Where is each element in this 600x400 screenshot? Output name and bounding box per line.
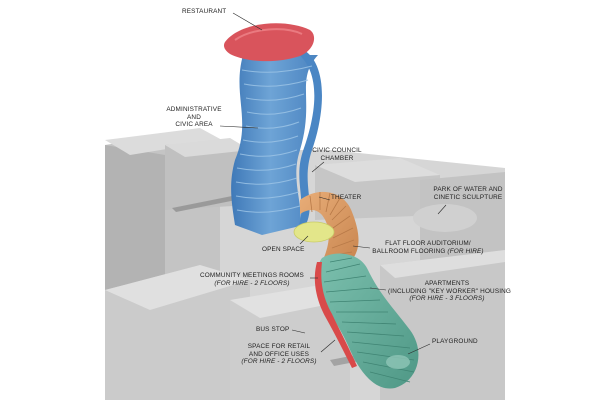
restaurant-roof-highlight (234, 28, 303, 41)
retail-strip (314, 262, 357, 368)
playground-area (386, 355, 410, 369)
park-area (413, 204, 477, 232)
building-right-back-top (315, 158, 440, 182)
restaurant-roof (223, 23, 315, 62)
label-community-line1: COMMUNITY MEETINGS ROOMS (200, 272, 304, 279)
leader-restaurant (232, 12, 263, 31)
apartments-section (317, 253, 419, 389)
label-apartments: APARTMENTS (INCLUDING "KEY WORKER" HOUSI… (388, 280, 512, 303)
label-community-line2: (FOR HIRE - 2 FLOORS) (214, 279, 290, 287)
label-playground-text: PLAYGROUND (432, 338, 478, 345)
leader-lines (219, 12, 447, 355)
label-apartments-line1: APARTMENTS (424, 280, 470, 287)
label-council-chamber: CIVIC COUNCIL CHAMBER (304, 147, 370, 162)
label-apartments-line3: (FOR HIRE - 3 FLOORS) (409, 295, 485, 303)
label-admin-line3: CIVIC AREA (175, 121, 213, 129)
tower-body (231, 55, 318, 235)
tower-floor-bands (235, 65, 313, 213)
building-back-mid-top (165, 138, 250, 157)
building-right-low-top (380, 250, 505, 278)
leader-council (311, 161, 325, 173)
leader-retail (320, 339, 336, 353)
leader-park (437, 204, 447, 215)
open-space-disc (293, 221, 335, 243)
label-apartments-line2: (INCLUDING "KEY WORKER" HOUSING (388, 287, 512, 295)
leader-playground (407, 343, 431, 355)
apartment-ribs (323, 257, 415, 383)
label-retail-line3: (FOR HIRE - 2 FLOORS) (241, 358, 317, 366)
label-restaurant: RESTAURANT (182, 8, 226, 16)
bridge-left (172, 196, 236, 212)
label-council-line1: CIVIC COUNCIL (312, 147, 362, 154)
leader-bus-stop (291, 329, 306, 334)
label-admin-line2: AND (187, 113, 201, 121)
label-park-line2: CINETIC SCULPTURE (433, 193, 503, 201)
label-admin-line1: ADMINISTRATIVE (166, 106, 222, 113)
label-auditorium: FLAT FLOOR AUDITORIUM/ BALLROOM FLOORING… (370, 240, 486, 255)
label-theater: THEATER (331, 194, 361, 202)
label-restaurant-text: RESTAURANT (182, 8, 227, 15)
building-back-mid (165, 140, 250, 210)
label-auditorium-line1: FLAT FLOOR AUDITORIUM/ (385, 240, 471, 247)
label-retail-line2: AND OFFICE USES (248, 350, 310, 358)
label-playground: PLAYGROUND (432, 338, 478, 346)
civic-tower (223, 23, 322, 235)
label-retail-office: SPACE FOR RETAIL AND OFFICE USES (FOR HI… (236, 343, 322, 366)
leader-admin (219, 125, 259, 129)
label-theater-text: THEATER (331, 194, 362, 201)
label-open-space: OPEN SPACE (262, 246, 305, 254)
label-retail-line1: SPACE FOR RETAIL (247, 343, 311, 350)
label-council-line2: CHAMBER (320, 154, 354, 162)
label-bus-stop: BUS STOP (256, 326, 289, 334)
building-left-low-top (105, 265, 250, 310)
leader-auditorium (352, 245, 371, 249)
label-park: PARK OF WATER AND CINETIC SCULPTURE (424, 186, 512, 201)
leader-apartments (369, 287, 387, 291)
leader-theater (318, 196, 331, 201)
snake-building (293, 191, 419, 389)
leader-open-space (299, 235, 309, 245)
label-auditorium-line2: BALLROOM FLOORING (FOR HIRE) (370, 248, 486, 256)
label-park-line1: PARK OF WATER AND (433, 186, 503, 193)
label-auditorium-hire: (FOR HIRE) (447, 247, 484, 255)
label-bus-stop-text: BUS STOP (256, 326, 290, 333)
tower-fin (296, 48, 322, 228)
label-admin-civic: ADMINISTRATIVE AND CIVIC AREA (166, 106, 222, 129)
label-community-rooms: COMMUNITY MEETINGS ROOMS (FOR HIRE - 2 F… (196, 272, 308, 287)
building-left-top (105, 128, 222, 155)
label-auditorium-line2-text: BALLROOM FLOORING (372, 247, 446, 255)
label-open-space-text: OPEN SPACE (262, 246, 305, 253)
